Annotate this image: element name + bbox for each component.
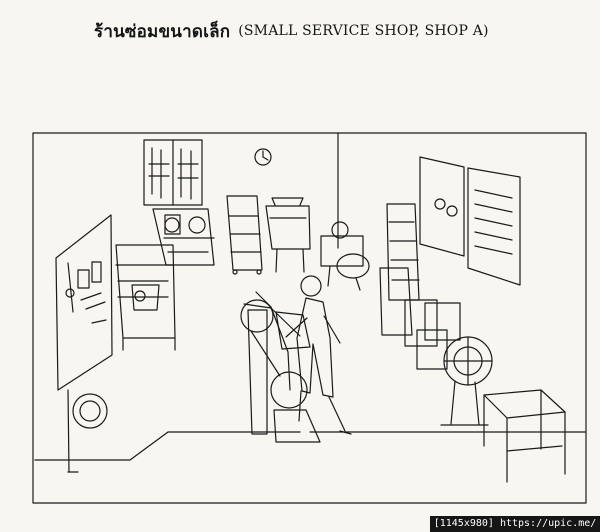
- thai-title: ร้านซ่อมขนาดเล็ก: [94, 21, 231, 42]
- air-compressor: [320, 221, 370, 291]
- page-title: ร้านซ่อมขนาดเล็ก (SMALL SERVICE SHOP, SH…: [94, 18, 524, 44]
- watermark-banner: [1145x980] https://upic.me/: [430, 516, 600, 532]
- motorcycle-stand: [247, 309, 321, 443]
- shop-room-outline: [32, 132, 587, 504]
- workbench-left: [115, 244, 176, 351]
- storage-chests: [404, 299, 461, 370]
- wall-diagram-panels: [419, 156, 521, 286]
- english-title: (SMALL SERVICE SHOP, SHOP A): [238, 23, 489, 39]
- work-table-right: [483, 389, 566, 483]
- wall-tool-board: [55, 214, 113, 473]
- wall-cabinet: [143, 139, 203, 206]
- wheel-balancer: [440, 336, 493, 426]
- bench-grinder-table: [152, 208, 215, 266]
- mechanic-figure: [285, 275, 352, 435]
- wall-clock: [254, 148, 272, 166]
- parts-washer: [265, 197, 311, 273]
- motorcycle: [240, 291, 311, 409]
- tool-cart: [226, 195, 263, 275]
- parts-rack: [379, 203, 420, 336]
